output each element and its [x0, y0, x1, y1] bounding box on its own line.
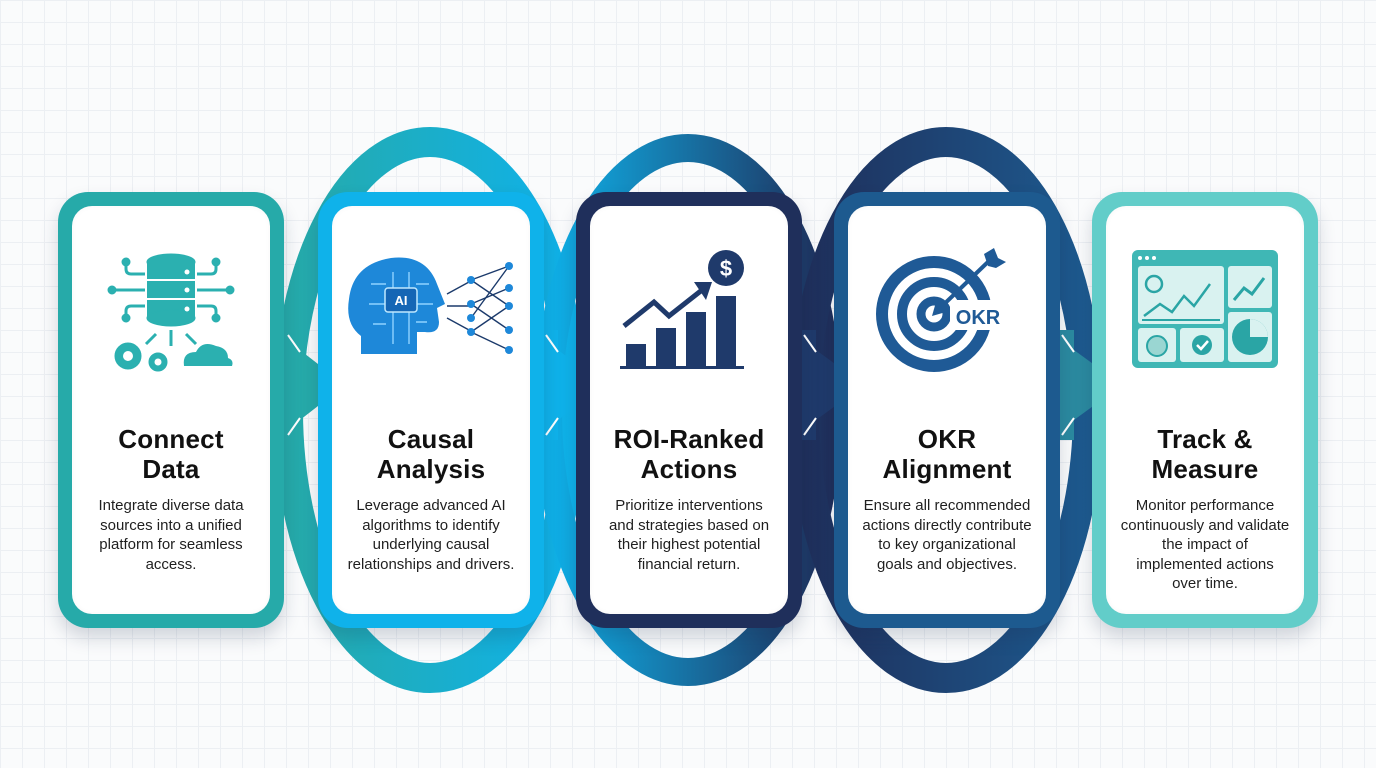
arrow-1-2: [270, 330, 345, 440]
step-card-causal-analysis: AI Causal Analysis: [318, 192, 544, 628]
arrow-3-4: [786, 330, 864, 440]
step-title: Connect Data: [118, 424, 224, 484]
step-description: Prioritize interventions and strategies …: [608, 497, 770, 573]
step-title: OKR Alignment: [882, 424, 1012, 484]
database-network-icon: [81, 234, 261, 384]
step-card-roi-ranked-actions: $ ROI-Ranked Actions Prioritize interven…: [576, 192, 802, 628]
ai-brain-network-icon: AI: [341, 234, 521, 384]
step-description: Ensure all recommended actions directly …: [862, 497, 1032, 573]
step-title: Causal Analysis: [376, 424, 486, 484]
svg-text:$: $: [720, 256, 732, 281]
step-title: Track & Measure: [1151, 424, 1259, 484]
okr-target-icon: OKR: [857, 234, 1037, 384]
svg-text:AI: AI: [395, 293, 408, 308]
step-card-okr-alignment: OKR OKR Alignment Ensure all recommended…: [834, 192, 1060, 628]
step-title: ROI-Ranked Actions: [613, 424, 765, 484]
step-card-track-measure: Track & Measure Monitor performance cont…: [1092, 192, 1318, 628]
arrow-2-3: [528, 330, 606, 440]
dashboard-icon: [1115, 234, 1295, 384]
step-description: Monitor performance continuously and val…: [1120, 497, 1290, 592]
growth-chart-dollar-icon: $: [599, 234, 779, 384]
svg-text:OKR: OKR: [956, 307, 1001, 329]
step-card-connect-data: Connect Data Integrate diverse data sour…: [58, 192, 284, 628]
arrow-4-5: [1044, 330, 1122, 440]
step-description: Leverage advanced AI algorithms to ident…: [347, 497, 515, 573]
step-description: Integrate diverse data sources into a un…: [98, 497, 244, 573]
